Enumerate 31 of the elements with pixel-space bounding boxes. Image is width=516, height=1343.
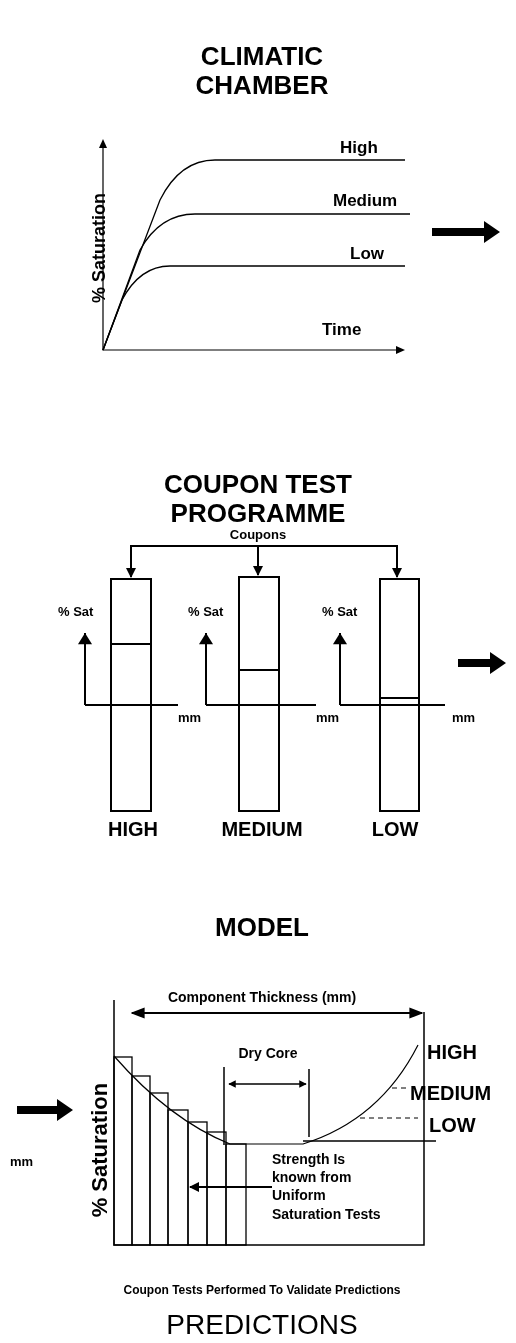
axis-label: mm bbox=[316, 711, 340, 726]
curve-label: Low bbox=[350, 245, 384, 264]
axis-label: mm bbox=[452, 711, 476, 726]
curve-label: Medium bbox=[333, 192, 398, 211]
coupon-label: LOW bbox=[370, 818, 420, 840]
axis-label: % Sat bbox=[58, 605, 94, 620]
arrow bbox=[126, 544, 259, 578]
arrow bbox=[257, 544, 402, 578]
axis-label: % Saturation bbox=[88, 1082, 113, 1218]
axis-label: % Sat bbox=[322, 605, 358, 620]
coupon-label: MEDIUM bbox=[220, 818, 304, 840]
section-heading: PREDICTIONS bbox=[165, 1310, 359, 1341]
caption-text: Coupon Tests Performed To Validate Predictions bbox=[122, 1284, 402, 1298]
level-label: HIGH bbox=[427, 1041, 477, 1063]
leader-arrow bbox=[189, 1182, 273, 1192]
axis-label: Time bbox=[322, 321, 362, 340]
dimension-label: Component Thickness (mm) bbox=[166, 990, 358, 1006]
section-heading: CLIMATIC CHAMBER bbox=[194, 42, 330, 100]
coupon-label: HIGH bbox=[107, 818, 159, 840]
axis-label: % Saturation bbox=[90, 192, 110, 303]
unit-label: mm bbox=[10, 1155, 34, 1170]
axis-label: % Sat bbox=[188, 605, 224, 620]
arrow bbox=[253, 544, 263, 576]
axis-label: mm bbox=[178, 711, 202, 726]
note-text: Strength Is known from Uniform Saturation Tests bbox=[272, 1150, 382, 1223]
dimension-label: Dry Core bbox=[237, 1046, 299, 1062]
curve-label: High bbox=[340, 139, 378, 158]
section-heading: MODEL bbox=[214, 913, 310, 942]
coupons-text: Coupons bbox=[228, 527, 288, 544]
section-heading: COUPON TEST PROGRAMME bbox=[163, 470, 353, 528]
level-label: LOW bbox=[429, 1114, 476, 1136]
